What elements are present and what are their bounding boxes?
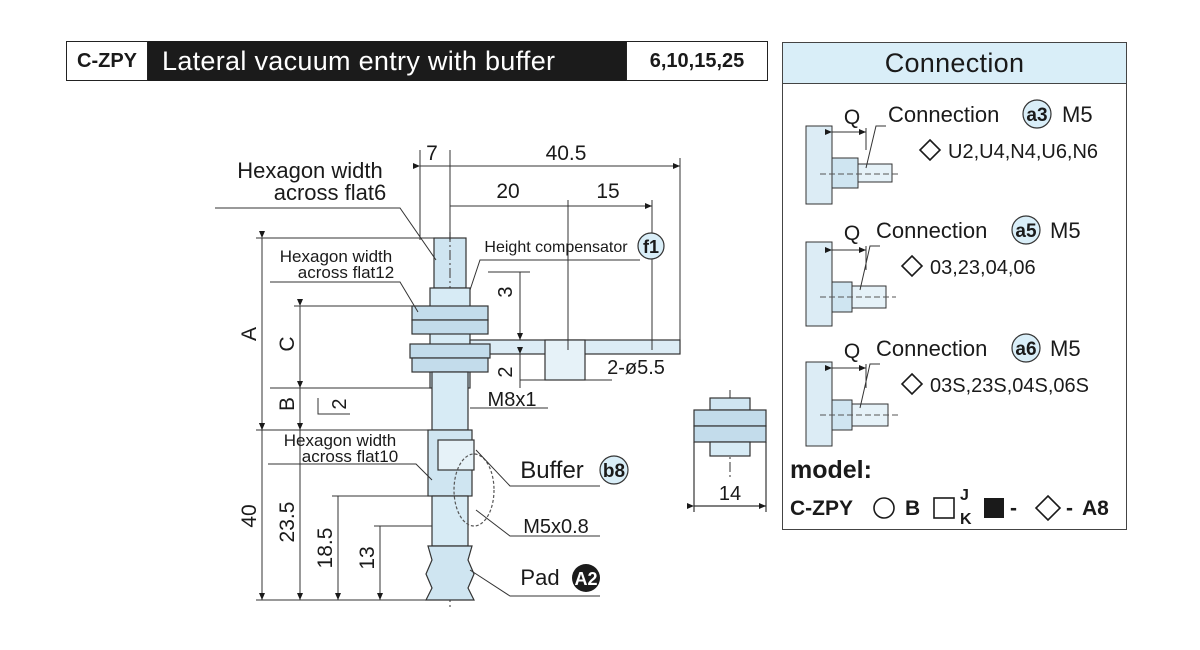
diamond-icon [900,372,924,396]
title-bar: C-ZPY Lateral vacuum entry with buffer 6… [66,41,768,81]
dim-A: A [238,327,261,341]
buffer-label: Buffer [520,457,584,484]
dim-2-left: 2 [329,398,351,409]
options-a6: 03S,23S,04S,06S [930,375,1089,397]
side-view-drawing: 14 [687,390,767,512]
dim-15: 15 [596,180,619,203]
connection-label-a5: Connection [876,218,987,243]
dim-40-5: 40.5 [546,142,587,165]
pad-label: Pad [520,565,559,590]
f1-badge-text: f1 [643,237,659,257]
m5-thread-label: M5x0.8 [523,516,589,538]
connection-label-a3: Connection [888,102,999,127]
filled-square-icon [984,498,1004,518]
hex10-label-line2: across flat10 [302,447,398,466]
model-code-box: C-ZPY [66,41,148,81]
fitting-drawing-a5 [805,241,896,327]
dim-18-5: 18.5 [314,528,337,569]
connection-item-a6: Q Connection a6 M5 03S,23S,04S,06S [805,333,1089,447]
options-a3: U2,U4,N4,U6,N6 [948,141,1098,163]
dim-7: 7 [426,142,438,165]
circle-icon [873,497,895,519]
thread-a5: M5 [1050,218,1081,243]
connection-label-a6: Connection [876,336,987,361]
dim-13: 13 [356,546,379,569]
connection-item-a3: Q Connection a3 M5 U2,U4,N4,U6,N6 [805,99,1098,205]
dim-C: C [276,336,299,351]
dimension-lines [215,150,681,601]
b8-badge-text: b8 [603,461,625,482]
model-code: model: C-ZPY B J K - - A8 [790,456,1109,528]
dim-23-5: 23.5 [276,502,299,543]
drawing-labels: Hexagon width across flat6 Hexagon width… [237,142,665,592]
options-a5: 03,23,04,06 [930,257,1036,279]
model-dash-1: - [1010,497,1017,520]
hex12-label-line1: Hexagon width [280,247,392,266]
a5-badge-text: a5 [1015,221,1037,242]
model-label: model: [790,456,872,484]
height-compensator-label: Height compensator [484,239,628,256]
a3-badge [1022,99,1052,129]
pad-sizes-box: 6,10,15,25 [626,41,768,81]
a2-badge [572,564,600,592]
a3-badge-text: a3 [1026,105,1047,126]
b8-badge [599,455,629,485]
model-prefix: C-ZPY [790,497,853,520]
model-k: K [960,511,972,528]
model-dash-2: - [1066,497,1073,520]
dim-3: 3 [495,286,517,297]
thread-a6: M5 [1050,336,1081,361]
thread-a3: M5 [1062,102,1093,127]
hex6-label-line2: across flat6 [274,180,387,205]
m8-thread-label: M8x1 [488,389,537,411]
hex12-label-line2: across flat12 [298,263,394,282]
a6-badge [1011,333,1041,363]
diamond-icon [900,254,924,278]
a6-badge-text: a6 [1015,339,1036,360]
fitting-drawing-a6 [805,361,898,447]
dim-40: 40 [238,504,261,527]
q-label-a6: Q [844,340,860,363]
main-part-drawing [409,232,681,610]
holes-label: 2-ø5.5 [607,357,665,379]
model-b: B [905,497,920,520]
hex6-label-line1: Hexagon width [237,158,383,183]
dim-2-right: 2 [495,366,517,377]
connection-panel [782,84,1127,530]
diamond-icon [1034,494,1062,522]
model-suffix: A8 [1082,497,1109,520]
a2-badge-text: A2 [574,569,597,589]
square-icon [933,497,955,519]
diamond-icon [918,138,942,162]
dim-14: 14 [719,483,741,505]
model-j: J [960,487,969,504]
f1-badge [637,232,665,260]
dim-20: 20 [496,180,519,203]
q-label-a3: Q [844,106,860,129]
a5-badge [1011,215,1041,245]
fitting-drawing-a3 [805,125,900,205]
hex10-label-line1: Hexagon width [284,431,396,450]
dim-B: B [276,397,299,411]
connection-panel-title: Connection [782,42,1127,84]
connection-item-a5: Q Connection a5 M5 03,23,04,06 [805,215,1081,327]
page-title: Lateral vacuum entry with buffer [148,41,626,81]
q-label-a5: Q [844,222,860,245]
